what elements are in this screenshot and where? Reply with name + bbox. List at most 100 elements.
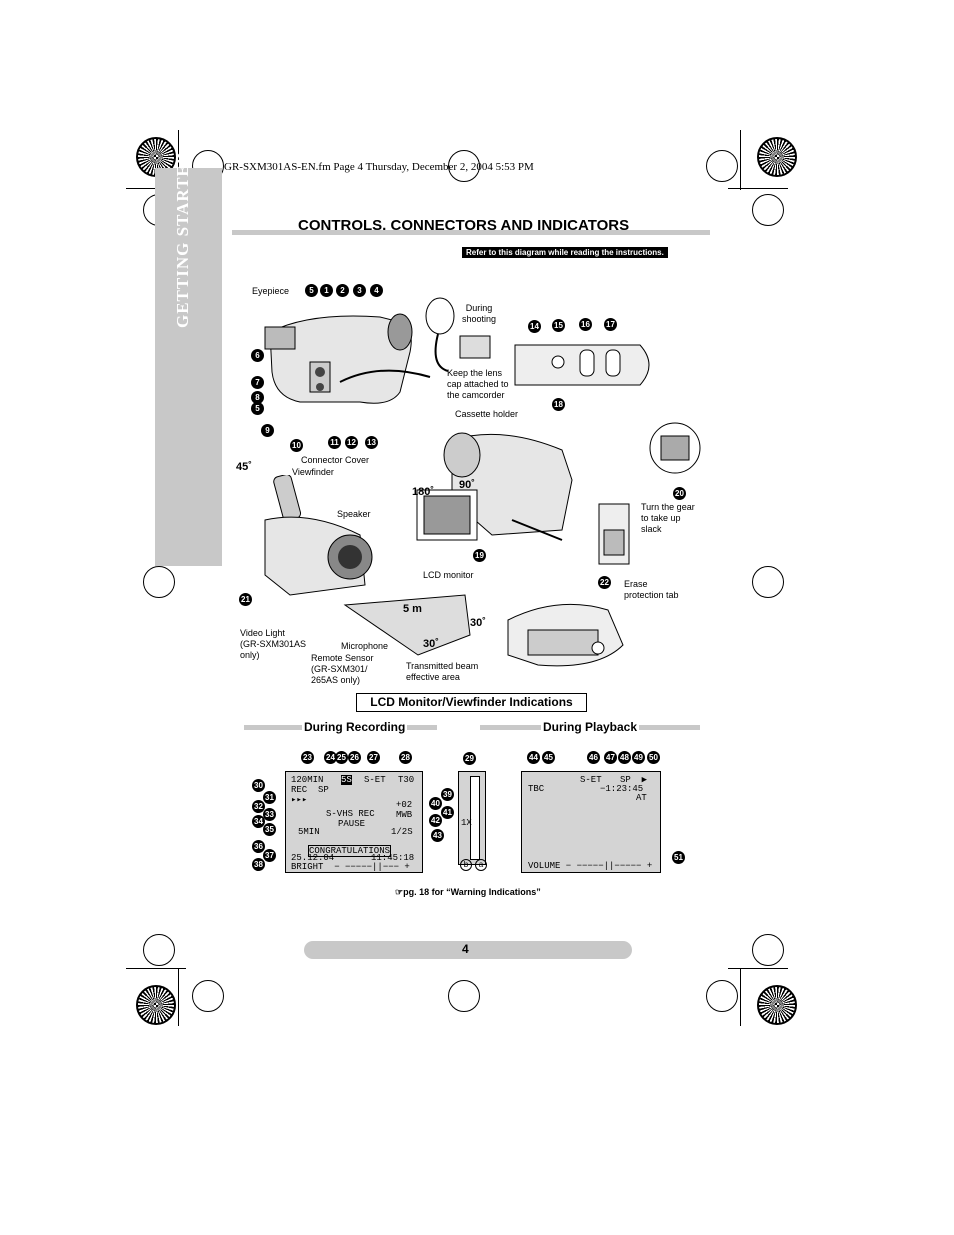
callout-25: 25	[335, 751, 348, 764]
callout-29: 29	[463, 752, 476, 765]
label-turn-gear: Turn the gear to take up slack	[641, 502, 695, 534]
callout-5: 5	[305, 284, 318, 297]
indications-title: LCD Monitor/Viewfinder Indications	[356, 693, 587, 712]
title-rule	[232, 230, 710, 235]
callout-34: 34	[252, 815, 265, 828]
callout-6: 6	[251, 349, 264, 362]
warning-ref: ☞pg. 18 for “Warning Indications”	[395, 887, 541, 898]
callout-32: 32	[252, 800, 265, 813]
crosshair-icon	[706, 980, 738, 1012]
label-during-shooting: During shooting	[462, 303, 497, 324]
pointing-hand-icon: ☞	[395, 887, 404, 897]
callout-23: 23	[301, 751, 314, 764]
label-angle-180: 180˚	[412, 486, 435, 498]
label-lens-cap: Keep the lens cap attached to the camcor…	[447, 368, 509, 400]
section-tab: GETTING STARTED	[155, 151, 222, 566]
rec-svhs: S-VHS REC	[326, 809, 375, 819]
callout-42: 42	[429, 814, 442, 827]
callout-5b: 5	[251, 402, 264, 415]
beam-area-illustration	[343, 594, 471, 656]
rec-tape-remaining: 120MIN	[291, 775, 329, 785]
rec-exposure: +02	[396, 800, 413, 810]
crosshair-icon	[143, 566, 175, 598]
callout-18: 18	[552, 398, 565, 411]
trim-line	[178, 130, 179, 190]
trim-line	[740, 130, 741, 190]
label-cassette-holder: Cassette holder	[455, 409, 519, 419]
crosshair-icon	[448, 980, 480, 1012]
callout-11: 11	[328, 436, 341, 449]
callout-43: 43	[431, 829, 444, 842]
crosshair-icon	[448, 150, 480, 182]
callout-51: 51	[672, 851, 685, 864]
callout-12: 12	[345, 436, 358, 449]
label-lcd-monitor: LCD monitor	[423, 570, 474, 580]
registration-sun-icon	[757, 985, 797, 1025]
zoom-a-label: a	[475, 859, 487, 871]
callout-8: 8	[251, 391, 264, 404]
callout-27: 27	[367, 751, 380, 764]
callout-22: 22	[598, 576, 611, 589]
callout-7: 7	[251, 376, 264, 389]
label-viewfinder: Viewfinder	[292, 467, 334, 477]
callout-20: 20	[673, 487, 686, 500]
label-eyepiece: Eyepiece	[252, 286, 290, 296]
callout-1: 1	[320, 284, 333, 297]
callout-16: 16	[579, 318, 592, 331]
callout-28: 28	[399, 751, 412, 764]
camcorder-side-illustration	[264, 313, 431, 404]
file-info-line: GR-SXM301AS-EN.fm Page 4 Thursday, Decem…	[224, 161, 534, 173]
callout-45: 45	[542, 751, 555, 764]
rec-shutter: 1/2S	[391, 827, 413, 837]
callout-10: 10	[290, 439, 303, 452]
callout-3: 3	[353, 284, 366, 297]
label-remote-sensor: Remote Sensor (GR-SXM301/ 265AS only)	[311, 653, 374, 685]
label-microphone: Microphone	[341, 641, 389, 651]
play-tbc: TBC	[528, 784, 545, 794]
warning-ref-text: pg. 18 for “Warning Indications”	[403, 887, 541, 897]
callout-31: 31	[263, 791, 276, 804]
callout-47: 47	[604, 751, 617, 764]
rec-timer: 5MIN	[298, 827, 320, 837]
lens-cap-illustration	[425, 297, 491, 372]
crosshair-icon	[752, 566, 784, 598]
callout-9: 9	[261, 424, 274, 437]
camcorder-open-illustration	[416, 432, 573, 541]
callout-49: 49	[632, 751, 645, 764]
label-erase-tab: Erase protection tab	[624, 579, 679, 600]
label-distance-5m: 5 m	[403, 603, 422, 615]
playback-heading: During Playback	[541, 720, 640, 734]
play-at: AT	[636, 793, 647, 803]
rec-mwb: MWB	[396, 810, 413, 820]
page-number: 4	[462, 942, 469, 956]
callout-48: 48	[618, 751, 631, 764]
trim-line	[178, 968, 179, 1026]
callout-40: 40	[429, 797, 442, 810]
playback-screen: S-ET SP ▶ TBC −1:23:45 AT VOLUME − −−−−−…	[521, 771, 661, 873]
callout-30: 30	[252, 779, 265, 792]
crosshair-icon	[706, 150, 738, 182]
button-panel-illustration	[514, 344, 650, 386]
label-connector-cover: Connector Cover	[301, 455, 370, 465]
label-speaker: Speaker	[337, 509, 371, 519]
registration-sun-icon	[136, 985, 176, 1025]
recording-heading: During Recording	[302, 720, 408, 734]
camcorder-front-illustration	[264, 475, 373, 596]
callout-13: 13	[365, 436, 378, 449]
camcorder-bottom-illustration	[507, 603, 624, 667]
play-volume-bar: VOLUME − −−−−−||−−−−− +	[528, 861, 653, 871]
label-angle-30a: 30˚	[470, 617, 486, 629]
crosshair-icon	[143, 934, 175, 966]
zoom-label: 1X	[461, 818, 472, 828]
callout-19: 19	[473, 549, 486, 562]
rec-time: 11:45:18	[371, 853, 415, 863]
play-set: S-ET	[580, 775, 602, 785]
rec-title: CONGRATULATIONS	[308, 845, 392, 857]
rec-pause: PAUSE	[338, 819, 366, 829]
callout-17: 17	[604, 318, 617, 331]
recording-screen: 120MIN 5S S-ET T30 REC SP ▸▸▸ +02 S-VHS …	[285, 771, 423, 873]
rec-5s-indicator: 5S	[341, 775, 352, 785]
zoom-bar	[458, 771, 486, 865]
callout-41: 41	[441, 806, 454, 819]
instruction-note: Refer to this diagram while reading the …	[462, 247, 668, 258]
